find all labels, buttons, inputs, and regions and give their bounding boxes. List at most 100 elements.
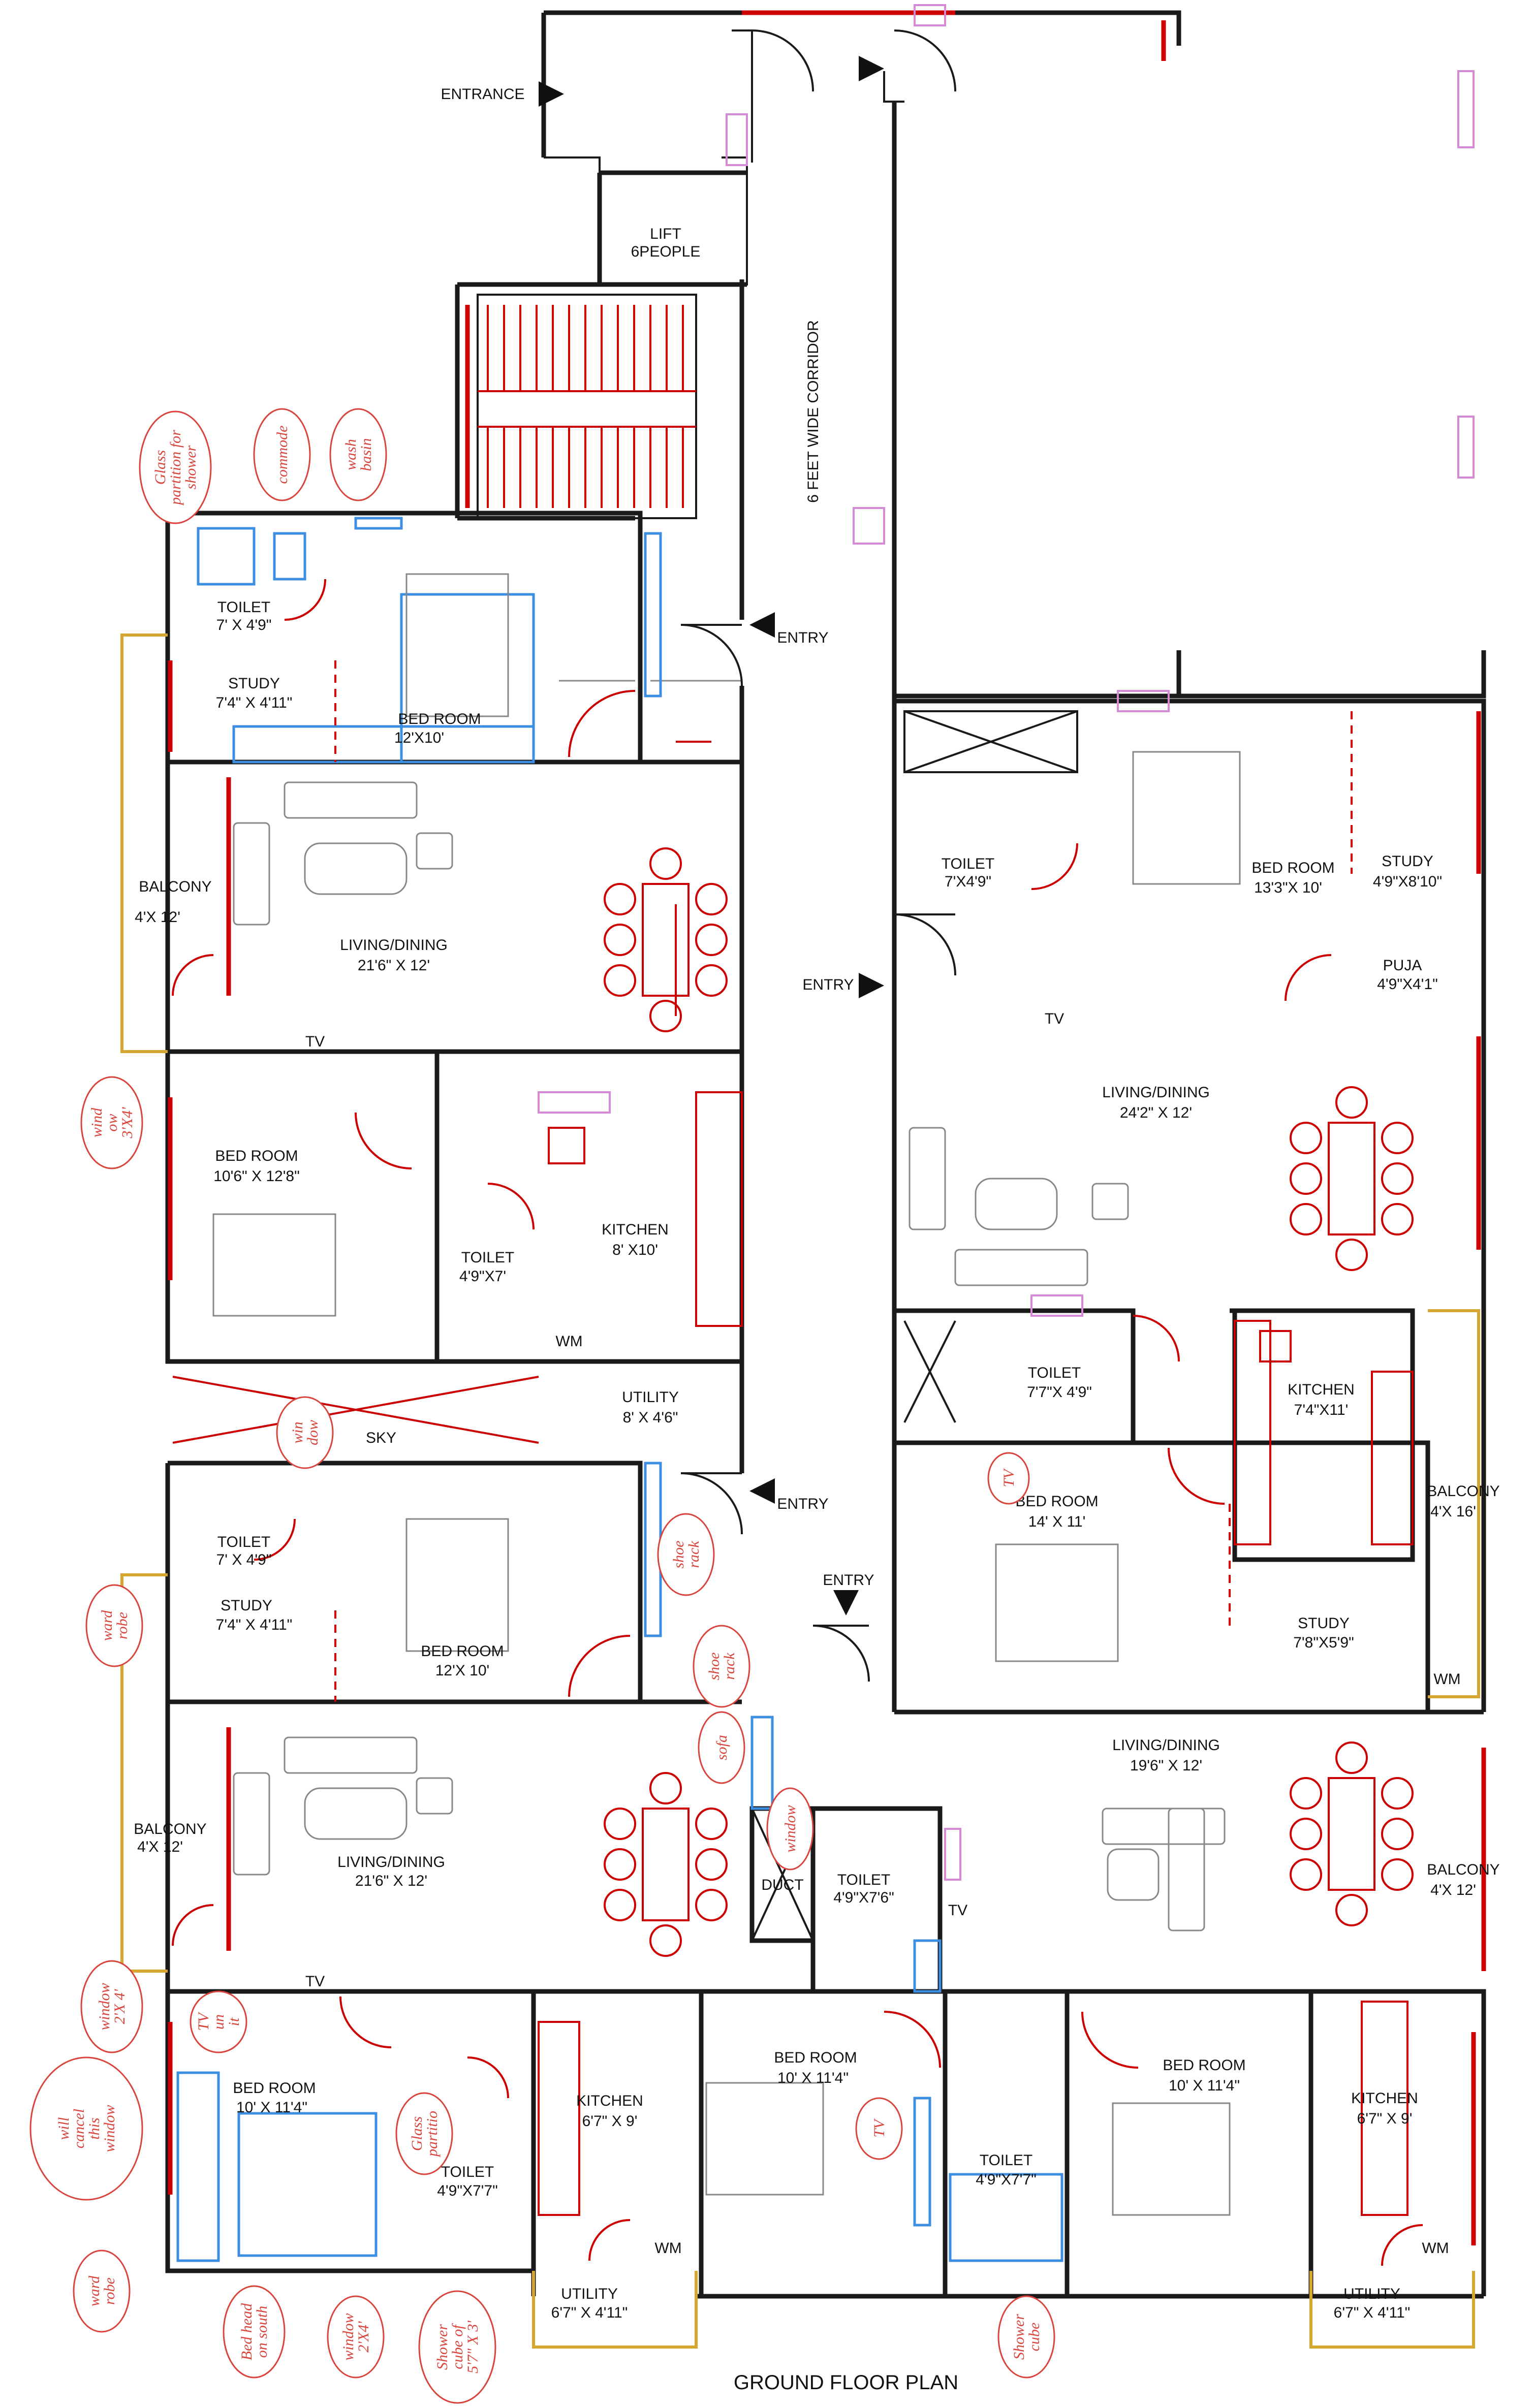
d-utility-name: UTILITY <box>1343 2286 1400 2302</box>
dining-chair <box>649 1000 682 1032</box>
c-toilet2-dims: 7'7"X 4'9" <box>1027 1384 1092 1401</box>
annotation-wardrobe-1: wardrobe <box>85 1584 143 1667</box>
annotation-glass-partition-2: Glasspartitio <box>395 2092 453 2175</box>
a-living-dims: 21'6" X 12' <box>358 957 430 974</box>
dining-chair <box>1381 1777 1414 1810</box>
dining-chair <box>604 924 636 956</box>
b-study-name: STUDY <box>221 1597 272 1614</box>
sky-cross <box>172 1376 539 1444</box>
annotation-text: wardrobe <box>86 2275 118 2307</box>
sky-label: SKY <box>366 1430 396 1446</box>
a-bedroom-dims: 12'X10' <box>394 730 444 746</box>
c-toilet-name: TOILET <box>942 856 994 872</box>
dining-chair <box>1335 1086 1368 1119</box>
d-kitchen-name: KITCHEN <box>1351 2090 1418 2107</box>
annotation-window-sky: window <box>276 1396 334 1469</box>
b-living-name: LIVING/DINING <box>337 1854 445 1871</box>
annotation-text: shoerack <box>706 1653 738 1681</box>
stair-landing <box>478 390 696 428</box>
a-bedroom-name: BED ROOM <box>398 711 481 727</box>
entry-label-4: ENTRY <box>823 1572 874 1589</box>
annotation-shoe-rack-2: shoerack <box>693 1625 750 1708</box>
dining-set <box>1290 1086 1414 1271</box>
annotation-text: window3'X4' <box>88 1107 136 1139</box>
door-frames <box>538 4 1475 1881</box>
a-bedroom2-dims: 10'6" X 12'8" <box>213 1168 300 1185</box>
d-kitchen-dims: 6'7" X 9' <box>1357 2110 1413 2127</box>
annotation-bed-head: Bed headon south <box>223 2285 286 2379</box>
dining-chair <box>1381 1818 1414 1850</box>
d-balcony-name: BALCONY <box>1427 1861 1499 1878</box>
annotation-text: window2'X 4' <box>96 1983 128 2030</box>
a-bedroom2-name: BED ROOM <box>215 1148 298 1164</box>
annotation-shower-cube: Showercube of5'7" X 3' <box>418 2290 496 2404</box>
d-toilet2-dims: 4'9"X7'7" <box>976 2171 1037 2188</box>
dining-chair <box>604 1848 636 1881</box>
entry-arrow-4-icon <box>833 1590 859 1615</box>
corridor-label: 6 FEET WIDE CORRIDOR <box>805 320 822 502</box>
c-toilet2-name: TOILET <box>1028 1365 1081 1381</box>
c-bedroom2-name: BED ROOM <box>1015 1493 1098 1510</box>
b-bedroom-dims: 12'X 10' <box>435 1662 490 1679</box>
d-bedroom2-name: BED ROOM <box>1163 2057 1245 2074</box>
annotation-text: Showercube of5'7" X 3' <box>434 2321 481 2373</box>
dining-chair <box>1290 1777 1322 1810</box>
a-toilet-name: TOILET <box>217 599 270 616</box>
c-balcony-name: BALCONY <box>1427 1483 1499 1500</box>
annotation-text: washbasin <box>342 438 374 471</box>
d-utility-dims: 6'7" X 4'11" <box>1334 2304 1411 2321</box>
dining-chair <box>695 1808 728 1840</box>
annotation-text: TV <box>871 2118 888 2138</box>
b-tv: TV <box>305 1973 325 1990</box>
b-bedroom2-name: BED ROOM <box>233 2080 316 2097</box>
b-utility-dims: 6'7" X 4'11" <box>551 2304 628 2321</box>
staircase <box>465 294 697 519</box>
c-puja-dims: 4'9"X4'1" <box>1377 976 1438 993</box>
annotation-text: shoerack <box>670 1541 702 1569</box>
dining-chair <box>649 847 682 880</box>
kitchen-counters <box>538 1091 1414 2216</box>
c-puja-name: PUJA <box>1383 957 1422 974</box>
sky-cross-c <box>903 710 1078 1423</box>
b-balcony-dims: 4'X 12' <box>137 1839 183 1855</box>
lift-label: LIFT <box>650 226 681 242</box>
d-toilet-dims: 4'9"X7'6" <box>833 1889 894 1906</box>
dining-set <box>604 1772 728 1957</box>
dining-chair <box>695 1848 728 1881</box>
c-study2-name: STUDY <box>1298 1615 1350 1632</box>
b-bedroom-name: BED ROOM <box>421 1643 504 1660</box>
b-toilet2-name: TOILET <box>441 2164 494 2180</box>
c-tv: TV <box>1045 1010 1064 1027</box>
entry-arrow-icon <box>859 56 884 81</box>
b-toilet-name: TOILET <box>217 1534 270 1550</box>
c-study-dims: 4'9"X8'10" <box>1373 873 1442 890</box>
annotation-tv-unit: TVunit <box>190 1990 247 2053</box>
dining-chair <box>1290 1122 1322 1154</box>
b-balcony-name: BALCONY <box>134 1821 206 1837</box>
entry-label-3: ENTRY <box>777 1496 828 1512</box>
annotation-text: Glasspartitio <box>409 2111 441 2158</box>
annotation-window-duct: window <box>766 1787 814 1871</box>
b-study-dims: 7'4" X 4'11" <box>216 1617 293 1633</box>
entrance-label: ENTRANCE <box>441 86 524 103</box>
d-bedroom2-dims: 10' X 11'4" <box>1169 2077 1240 2094</box>
annotation-text: window <box>782 1805 799 1852</box>
d-wm: WM <box>1422 2240 1449 2257</box>
d-tv: TV <box>948 1902 967 1919</box>
annotation-commode: commode <box>253 408 311 501</box>
dining-chair <box>1335 1894 1368 1926</box>
doors <box>172 579 1423 2266</box>
annotation-text: window2'X4' <box>340 2313 372 2360</box>
a-toilet2-dims: 4'9"X7' <box>459 1268 506 1285</box>
annotation-text: willcancelthiswindow <box>55 2105 118 2152</box>
dining-chair <box>695 924 728 956</box>
lift-capacity: 6PEOPLE <box>631 243 701 260</box>
dining-chair <box>1335 1741 1368 1774</box>
dining-chair <box>1290 1203 1322 1235</box>
annotation-text: window <box>289 1420 321 1445</box>
annotation-text: sofa <box>713 1735 730 1760</box>
entry-label-1: ENTRY <box>777 629 828 646</box>
annotation-window-3x4: window3'X4' <box>80 1076 143 1169</box>
